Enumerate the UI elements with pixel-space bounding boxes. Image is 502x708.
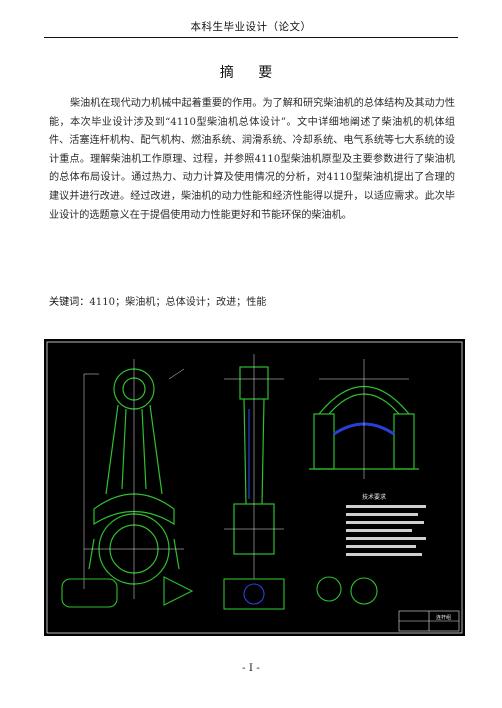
page-number: - I - [242, 662, 260, 674]
abstract-heading: 摘 要 [219, 65, 283, 81]
title-block: 连杆组 [398, 610, 460, 632]
header-rule [44, 37, 458, 38]
abstract-body: 柴油机在现代动力机械中起着重要的作用。为了解和研究柴油机的总体结构及其动力性能，… [49, 98, 455, 221]
technical-notes: 技术要求 [346, 493, 426, 556]
keywords-line: 关键词：4110；柴油机；总体设计；改进；性能 [49, 293, 455, 308]
keywords-value: 4110；柴油机；总体设计；改进；性能 [89, 297, 267, 308]
title-block-name: 连杆组 [436, 614, 451, 621]
keywords-label: 关键词： [49, 297, 90, 308]
engineering-drawing: 技术要求 连杆组 [44, 339, 465, 636]
notes-title: 技术要求 [362, 493, 386, 501]
drawing-border [46, 341, 463, 634]
section-views [61, 576, 378, 610]
drawing-svg: 技术要求 连杆组 [46, 341, 463, 634]
page-header: 本科生毕业设计（论文） [190, 21, 312, 33]
